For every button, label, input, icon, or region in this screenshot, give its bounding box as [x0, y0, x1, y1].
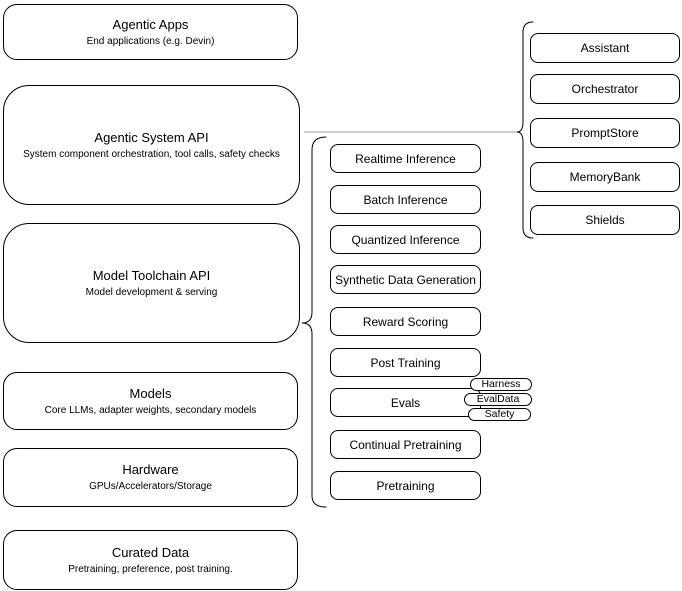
box-subtitle: Model development & serving — [85, 286, 218, 298]
component-box-shields: Shields — [530, 205, 680, 235]
box-title: Model Toolchain API — [92, 267, 211, 283]
service-label: Post Training — [370, 355, 441, 370]
pill-label: EvalData — [476, 393, 520, 405]
service-box-pretraining: Pretraining — [330, 471, 481, 500]
box-subtitle: GPUs/Accelerators/Storage — [89, 481, 212, 492]
toolchain-services-brace — [301, 136, 327, 508]
box-model-toolchain-api: Model Toolchain API Model development & … — [3, 223, 300, 343]
component-label: MemoryBank — [569, 170, 641, 184]
component-label: Shields — [585, 213, 625, 227]
pill-label: Safety — [484, 408, 515, 420]
service-label: Batch Inference — [363, 192, 448, 207]
pill-evals-harness: Harness — [470, 378, 532, 391]
pill-label: Harness — [481, 378, 521, 390]
service-box-evals: Evals — [330, 388, 481, 417]
pill-evals-safety: Safety — [468, 408, 531, 421]
box-subtitle: Pretraining, preference, post training. — [68, 563, 233, 575]
service-box-reward-scoring: Reward Scoring — [330, 307, 481, 336]
service-box-quantized-inference: Quantized Inference — [330, 225, 481, 254]
box-agentic-system-api: Agentic System API System component orch… — [3, 85, 300, 205]
component-box-assistant: Assistant — [530, 33, 680, 63]
box-title: Agentic System API — [94, 129, 209, 145]
service-label: Pretraining — [376, 478, 435, 493]
service-label: Reward Scoring — [362, 314, 449, 329]
pill-evals-evaldata: EvalData — [464, 393, 532, 406]
box-hardware: Hardware GPUs/Accelerators/Storage — [3, 448, 298, 507]
box-title: Curated Data — [111, 544, 190, 560]
service-label: Continual Pretraining — [349, 437, 462, 452]
service-label: Realtime Inference — [355, 151, 456, 166]
component-label: PromptStore — [571, 126, 639, 140]
box-title: Models — [129, 385, 172, 401]
box-title: Agentic Apps — [112, 16, 189, 32]
service-label: Evals — [390, 395, 421, 410]
component-label: Orchestrator — [571, 82, 639, 96]
component-box-orchestrator: Orchestrator — [530, 74, 680, 104]
component-box-memorybank: MemoryBank — [530, 162, 680, 192]
service-label: Synthetic Data Generation — [335, 272, 476, 287]
box-title: Hardware — [122, 462, 179, 477]
service-box-batch-inference: Batch Inference — [330, 185, 481, 214]
service-label: Quantized Inference — [351, 232, 460, 247]
box-curated-data: Curated Data Pretraining, preference, po… — [3, 530, 298, 590]
box-agentic-apps: Agentic Apps End applications (e.g. Devi… — [3, 4, 298, 60]
box-models: Models Core LLMs, adapter weights, secon… — [3, 372, 298, 430]
box-subtitle: System component orchestration, tool cal… — [23, 148, 280, 160]
box-subtitle: End applications (e.g. Devin) — [86, 35, 215, 47]
service-box-post-training: Post Training — [330, 348, 481, 377]
box-subtitle: Core LLMs, adapter weights, secondary mo… — [44, 404, 257, 416]
service-box-continual-pretraining: Continual Pretraining — [330, 430, 481, 459]
component-box-promptstore: PromptStore — [530, 118, 680, 148]
component-label: Assistant — [580, 41, 630, 55]
service-box-realtime-inference: Realtime Inference — [330, 144, 481, 173]
service-box-synthetic-data-generation: Synthetic Data Generation — [330, 265, 481, 294]
